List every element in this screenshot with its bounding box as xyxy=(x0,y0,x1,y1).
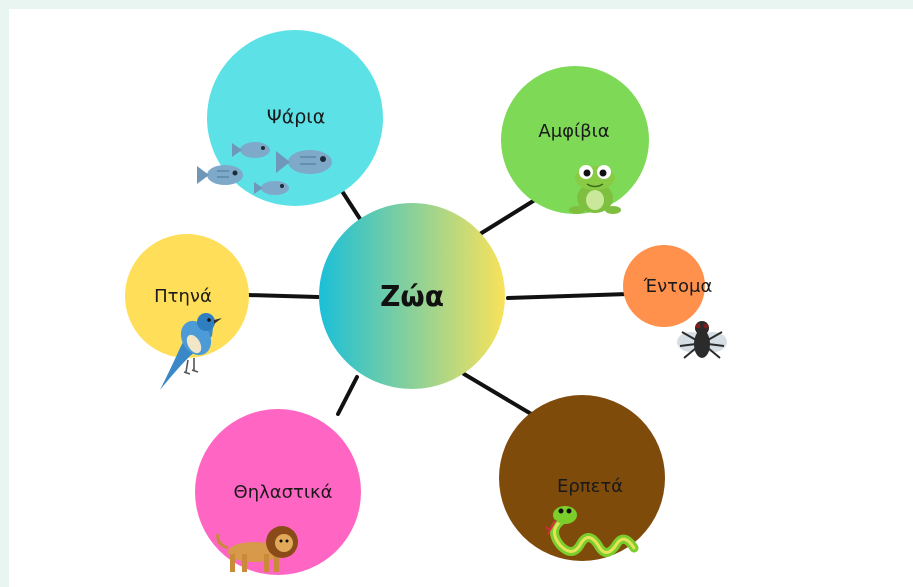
center-label: Ζώα xyxy=(380,280,444,313)
node-label-insects: Έντομα xyxy=(643,276,713,297)
connector-insects xyxy=(506,292,630,300)
node-label-birds: Πτηνά xyxy=(154,286,212,307)
node-fish[interactable]: Ψάρια xyxy=(197,30,383,206)
node-mammals[interactable]: Θηλαστικά xyxy=(195,409,361,575)
node-birds[interactable]: Πτηνά xyxy=(125,234,249,390)
connector-amphibians xyxy=(478,196,540,236)
node-label-fish: Ψάρια xyxy=(267,106,326,128)
fish-icon xyxy=(197,142,332,195)
center-node[interactable]: Ζώα xyxy=(319,203,505,389)
diagram-canvas: Ψάρια xyxy=(9,9,913,587)
frog-icon xyxy=(569,165,621,214)
connector-birds xyxy=(246,293,320,299)
node-amphibians[interactable]: Αμφίβια xyxy=(501,66,649,214)
connector-fish xyxy=(338,186,364,224)
node-label-reptiles: Ερπετά xyxy=(557,476,623,497)
lion-icon xyxy=(216,526,298,572)
node-label-mammals: Θηλαστικά xyxy=(234,482,333,503)
connector-mammals xyxy=(336,375,359,416)
connector-reptiles xyxy=(462,372,540,420)
mind-map: Ψάρια xyxy=(125,30,727,575)
bird-icon xyxy=(160,313,222,390)
snake-icon xyxy=(545,506,639,557)
connectors xyxy=(246,186,630,420)
node-label-amphibians: Αμφίβια xyxy=(538,121,609,142)
fly-icon xyxy=(677,321,727,359)
node-insects[interactable]: Έντομα xyxy=(623,245,727,359)
node-reptiles[interactable]: Ερπετά xyxy=(499,395,665,561)
